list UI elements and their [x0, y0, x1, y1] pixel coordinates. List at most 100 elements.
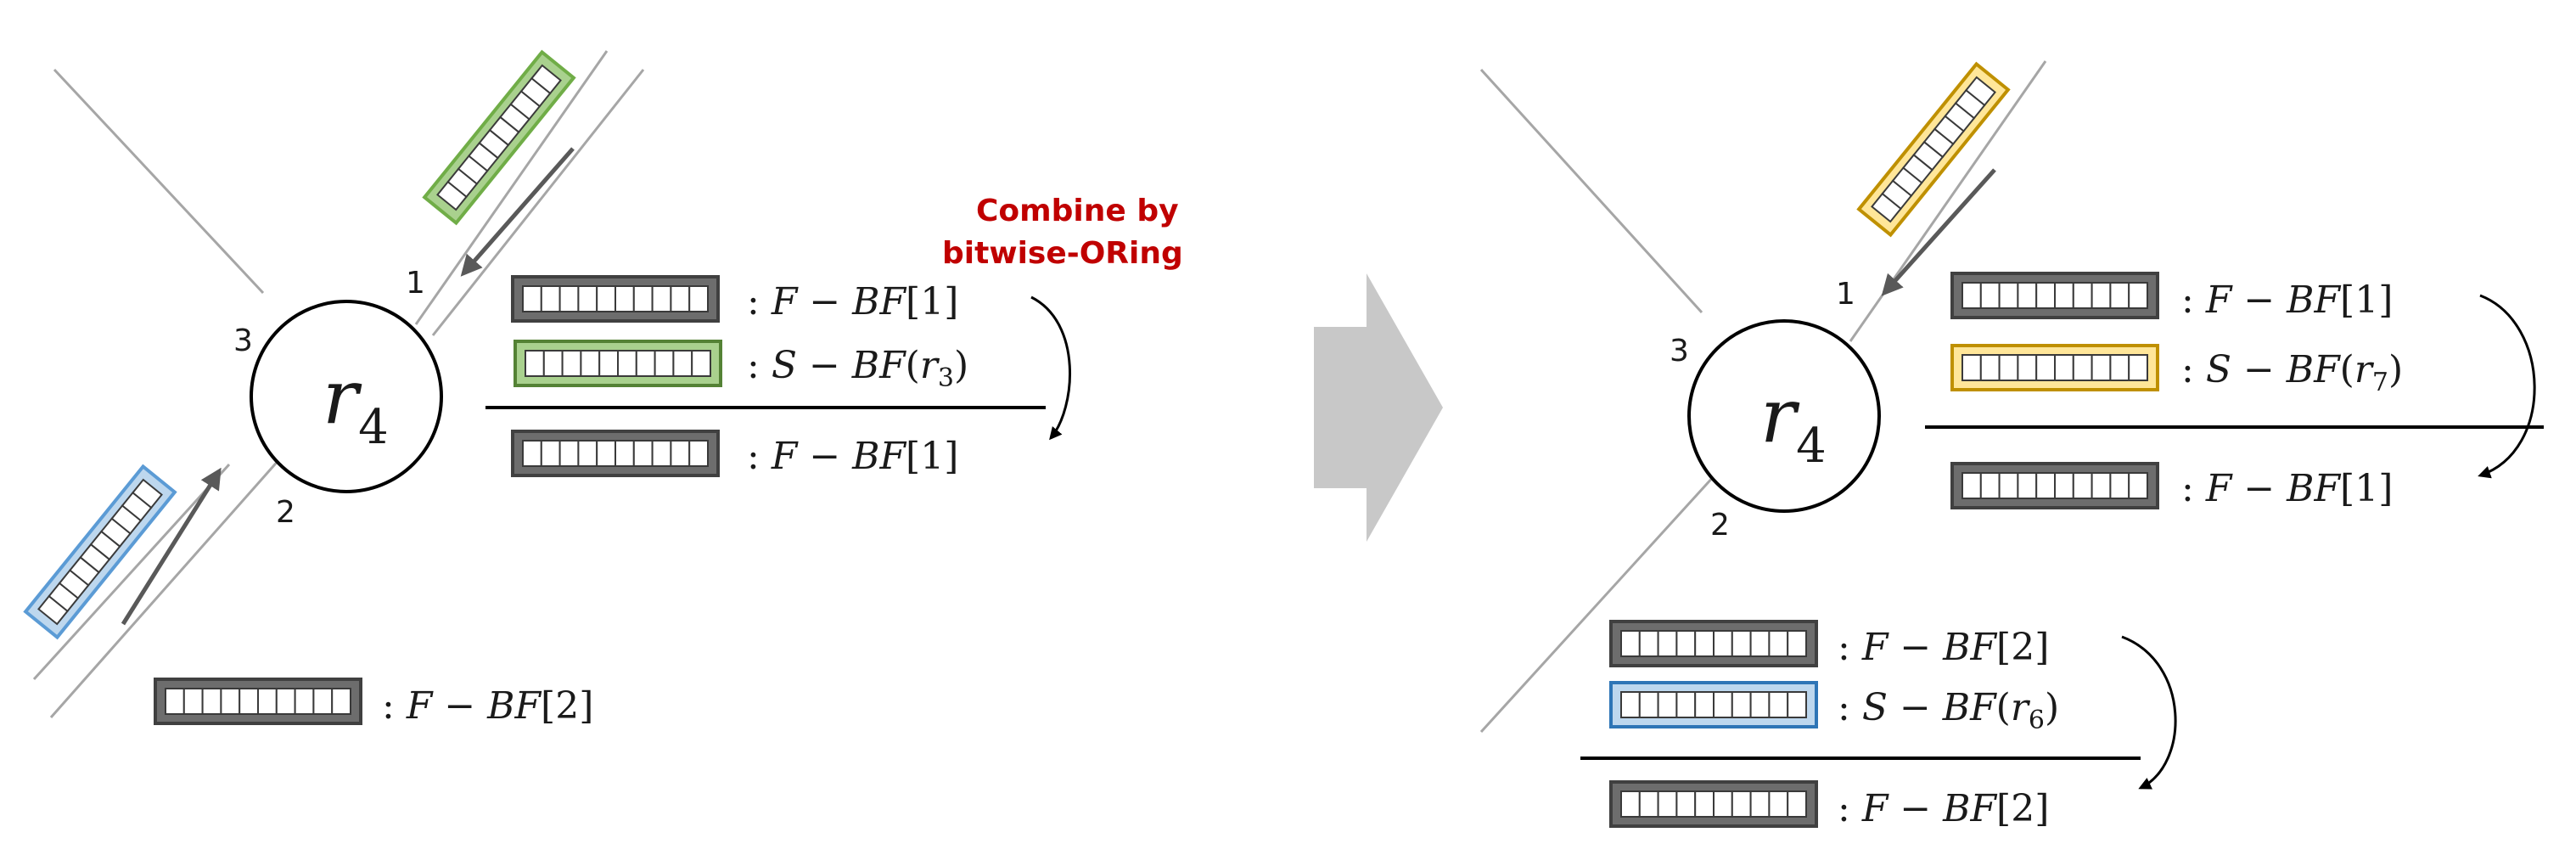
filter-bit-cell: [2109, 282, 2130, 309]
svg-text:: S − BF(r6): : S − BF(r6): [1838, 686, 2059, 735]
filter-bit-cell: [1961, 282, 1982, 309]
filter-bit-cell: [1657, 691, 1678, 718]
left-panel: r4 1 2 3 : F − BF[1] : S − BF(r3) : F − …: [23, 49, 1189, 728]
filter-bit-cell: [1749, 630, 1771, 657]
svg-text:: F − BF[1]: : F − BF[1]: [747, 435, 958, 478]
filter-bit-cell: [522, 285, 542, 312]
right-bottom-row-b: : S − BF(r6): [1609, 681, 2059, 735]
filter-bit-cell: [1961, 472, 1982, 499]
incoming-arrow-port1: [460, 147, 575, 277]
filter-bit-cell: [672, 350, 693, 377]
filter-bit-cell: [132, 478, 163, 509]
filter-bit-cell: [1731, 630, 1752, 657]
filter-bit-cell: [2109, 354, 2130, 381]
filter-bit-cell: [688, 285, 710, 312]
filter-bit-cell: [670, 285, 691, 312]
filter-bit-cell: [540, 440, 561, 467]
filter-bit-cell: [2072, 472, 2093, 499]
right-port-label-1: 1: [1836, 277, 1855, 312]
blue-filter-on-link: [23, 464, 177, 640]
filter-bit-cell: [2054, 354, 2074, 381]
filter-bit-cell: [1638, 790, 1659, 818]
green-filter-on-link: [422, 49, 576, 226]
right-top-row-a: : F − BF[1]: [1950, 272, 2393, 322]
filter-bit-cell: [615, 440, 635, 467]
filter-bit-cell: [1749, 790, 1771, 818]
filter-bit-cell: [651, 285, 672, 312]
svg-text:: F − BF[1]: : F − BF[1]: [747, 280, 958, 323]
filter-bit-cell: [1675, 790, 1697, 818]
filter-bit-cell: [239, 688, 260, 715]
link-line-port2: [49, 458, 282, 718]
filter-bit-cell: [691, 350, 712, 377]
filter-bit-cell: [632, 440, 654, 467]
filter-bit-cell: [540, 285, 561, 312]
filter-bit-cell: [1998, 472, 2019, 499]
filter-bit-cell: [2035, 472, 2056, 499]
port-label-2: 2: [276, 495, 295, 530]
right-top-row-c: : F − BF[1]: [1950, 462, 2393, 510]
filter-bit-cell: [1713, 630, 1733, 657]
filter-bit-cell: [2091, 472, 2112, 499]
port-label-1: 1: [406, 266, 425, 301]
filter-bit-cell: [1768, 630, 1789, 657]
svg-text:: F − BF[2]: : F − BF[2]: [1838, 626, 2049, 669]
right-router-label: r4: [1760, 372, 1827, 474]
filter-bit-cell: [670, 440, 691, 467]
filter-bit-cell: [1979, 354, 2001, 381]
combine-note: Combine by bitwise-ORing: [942, 194, 1189, 271]
filter-bit-cell: [2128, 472, 2148, 499]
filter-bit-cell: [2091, 354, 2112, 381]
filter-bit-cell: [1998, 282, 2019, 309]
filter-bit-cell: [2017, 354, 2038, 381]
filter-bit-cell: [1965, 76, 1996, 107]
filter-bit-cell: [1768, 691, 1789, 718]
svg-text:: F − BF[1]: : F − BF[1]: [2181, 467, 2393, 510]
svg-text:: F − BF[1]: : F − BF[1]: [2181, 278, 2393, 322]
filter-bit-cell: [182, 688, 204, 715]
filter-bit-cell: [1787, 790, 1807, 818]
yellow-filter-on-link: [1856, 61, 2011, 238]
filter-bit-cell: [654, 350, 675, 377]
right-link-line-port3: [1479, 68, 1703, 314]
left-combine-arrow: [1030, 295, 1072, 441]
filter-bit-cell: [596, 285, 617, 312]
filter-bit-cell: [2054, 282, 2074, 309]
filter-bit-cell: [331, 688, 352, 715]
filter-bit-cell: [1713, 691, 1733, 718]
filter-bit-cell: [530, 64, 562, 95]
filter-bit-cell: [598, 350, 620, 377]
filter-bit-cell: [1768, 790, 1789, 818]
filter-bit-cell: [165, 688, 185, 715]
filter-bit-cell: [2109, 472, 2130, 499]
svg-text:: F − BF[2]: : F − BF[2]: [382, 684, 593, 728]
right-bottom-row-a: : F − BF[2]: [1609, 620, 2049, 669]
right-port-label-3: 3: [1670, 334, 1689, 368]
filter-bit-cell: [2128, 354, 2148, 381]
filter-bit-cell: [558, 285, 580, 312]
transition-arrow: [1314, 273, 1443, 542]
filter-bit-cell: [1638, 691, 1659, 718]
filter-bit-cell: [1675, 630, 1697, 657]
link-line-port1-parallel: [431, 69, 645, 336]
filter-bit-cell: [558, 440, 580, 467]
filter-bit-cell: [220, 688, 241, 715]
filter-bit-cell: [312, 688, 334, 715]
filter-bit-cell: [1731, 790, 1752, 818]
filter-bit-cell: [632, 285, 654, 312]
filter-bit-cell: [1961, 354, 1982, 381]
filter-bit-cell: [617, 350, 637, 377]
filter-bit-cell: [2128, 282, 2148, 309]
filter-bit-cell: [1694, 691, 1715, 718]
filter-bit-cell: [522, 440, 542, 467]
filter-bit-cell: [1998, 354, 2019, 381]
filter-bit-cell: [1657, 630, 1678, 657]
link-line-port2-parallel: [32, 463, 231, 681]
right-port-label-2: 2: [1710, 508, 1730, 543]
filter-bit-cell: [2017, 282, 2038, 309]
filter-bit-cell: [294, 688, 315, 715]
incoming-arrow-port2: [121, 467, 222, 626]
router-node: [250, 300, 443, 493]
colon-sep: :: [747, 280, 772, 323]
filter-bit-cell: [2017, 472, 2038, 499]
